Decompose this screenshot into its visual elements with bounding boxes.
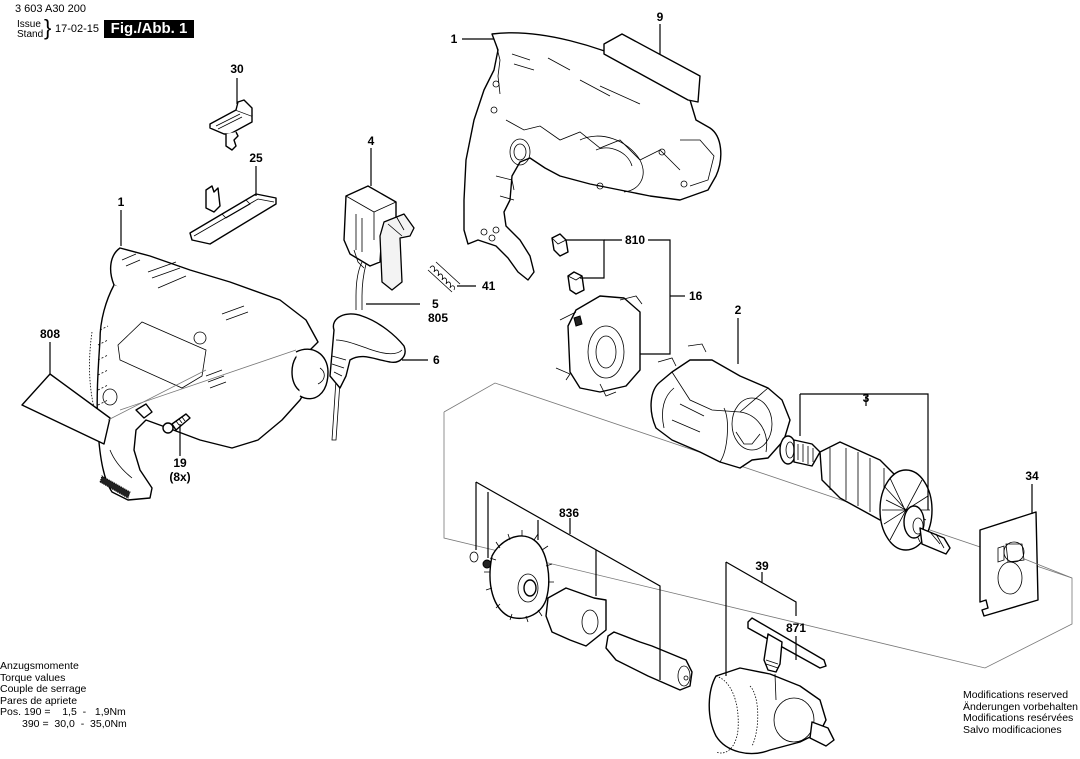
modifications-note: Modifications reserved Änderungen vorbeh… <box>963 689 1079 736</box>
callout-3[interactable]: 3 <box>862 391 870 405</box>
callout-6[interactable]: 6 <box>433 353 440 367</box>
part-810-carbon-brushes[interactable] <box>551 233 585 295</box>
callout-16[interactable]: 16 <box>689 289 703 303</box>
callout-9[interactable]: 9 <box>656 10 664 24</box>
torque-range: 1,5 - 1,9Nm <box>62 706 126 718</box>
torque-pos: 390 <box>22 717 40 730</box>
part-25-direction-slide[interactable] <box>189 185 277 245</box>
torque-line-de: Anzugsmomente <box>0 660 79 672</box>
part-871-chuck-key[interactable] <box>747 617 827 701</box>
issue-stand-label: Issue Stand <box>17 20 43 40</box>
callout-2[interactable]: 2 <box>734 303 742 317</box>
callout-1[interactable]: 1 <box>450 32 458 46</box>
part-34-baffle-plate[interactable] <box>979 511 1039 617</box>
brace-icon: } <box>44 15 52 40</box>
torque-pos: 190 <box>23 706 42 718</box>
callout-39[interactable]: 39 <box>755 559 769 573</box>
callout-4[interactable]: 4 <box>367 134 375 148</box>
assembly-outline <box>443 382 1073 669</box>
torque-range: 30,0 - 35,0Nm <box>54 717 127 730</box>
issue-label: Issue <box>17 19 41 30</box>
part-9-nameplate[interactable] <box>603 33 701 103</box>
part-16-brush-holder[interactable] <box>555 295 643 397</box>
callout-871[interactable]: 871 <box>785 621 807 635</box>
callout-30[interactable]: 30 <box>230 62 244 76</box>
part-2-field-stator[interactable] <box>650 343 791 469</box>
part-19-screw[interactable] <box>162 413 191 434</box>
callout-805[interactable]: 805 <box>428 311 449 325</box>
part-41-spring[interactable] <box>427 261 461 293</box>
part-1-housing-half[interactable] <box>463 32 722 281</box>
torque-line-en: Torque values <box>0 671 66 684</box>
torque-values-note: Anzugsmomente Torque values Couple de se… <box>0 660 127 730</box>
callout-25[interactable]: 25 <box>249 151 263 165</box>
callout-808[interactable]: 808 <box>39 327 61 341</box>
callout-19[interactable]: 19 <box>173 456 187 470</box>
callout-836[interactable]: 836 <box>558 506 580 520</box>
mods-line-fr: Modifications resérvées <box>963 712 1074 724</box>
part-6-cord-grommet[interactable] <box>329 313 406 389</box>
callout-41[interactable]: 41 <box>482 279 496 293</box>
callout-1[interactable]: 1 <box>117 195 125 209</box>
callout-5[interactable]: 5 <box>432 297 439 311</box>
part-1-drill-body-assembled[interactable] <box>89 247 329 501</box>
mods-line-de: Änderungen vorbehalten <box>963 700 1079 713</box>
part-808-type-plate[interactable] <box>21 373 111 445</box>
mods-line-es: Salvo modificaciones <box>963 723 1062 736</box>
part-30-switch-slider[interactable] <box>209 99 253 151</box>
figure-label: Fig./Abb. 1 <box>104 20 194 38</box>
callout-19-quantity: (8x) <box>169 470 191 484</box>
torque-row-390: 390 = 30,0 - 35,0Nm <box>22 717 127 730</box>
part-39-chuck[interactable] <box>708 667 835 755</box>
part-836-gear-set[interactable] <box>469 530 693 691</box>
part-5-power-cord[interactable] <box>331 261 367 441</box>
part-3-armature[interactable] <box>779 435 951 555</box>
callout-810[interactable]: 810 <box>624 233 646 247</box>
torque-line-fr: Couple de serrage <box>0 683 87 695</box>
torque-line-es: Pares de apriete <box>0 694 78 707</box>
document-number: 3 603 A30 200 <box>15 3 86 15</box>
torque-row-190: Pos. 190 = 1,5 - 1,9Nm <box>0 706 126 718</box>
mods-line-en: Modifications reserved <box>963 689 1069 701</box>
stand-label: Stand <box>17 29 44 40</box>
callout-34[interactable]: 34 <box>1025 469 1039 483</box>
part-4-switch[interactable] <box>343 185 415 291</box>
issue-date: 17-02-15 <box>55 23 100 35</box>
